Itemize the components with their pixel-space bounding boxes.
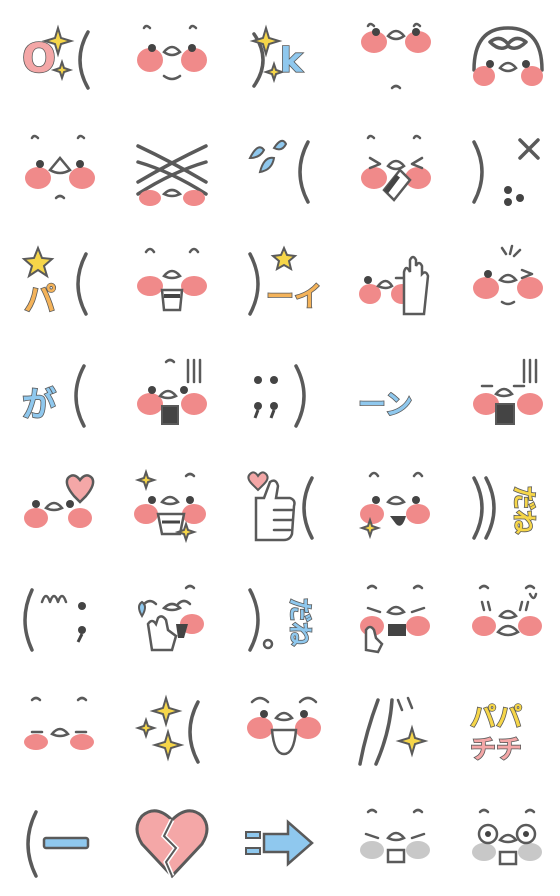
sticker-ga-paren[interactable]: が [20,356,100,436]
kana-dane-blue: だね [286,598,314,646]
sticker-k-sparkle[interactable]: k [244,20,324,100]
wink-hand-icon [361,134,431,202]
ga-icon: が [21,364,86,428]
kana-chichi: チチ [470,735,522,765]
sticker-paren-piii[interactable]: ーイ [244,244,324,324]
letter-k: k [280,41,304,81]
sticker-pachi-pachi[interactable]: パパ チチ [468,692,548,772]
worried-hand-icon [360,584,430,654]
broken-heart-icon [135,809,209,879]
sticker-face-tearful[interactable] [468,580,548,660]
smile-open-icon [137,247,207,312]
ba-sparkle-icon: バ [356,691,429,766]
kana-papa: パパ [470,703,522,733]
crossed-arms-icon [136,144,208,206]
sticker-broken-heart[interactable] [132,804,212,884]
sticker-paren-dash[interactable] [20,804,100,884]
thumbs-up-heart-icon [247,471,314,542]
kana-iii: ーイ [266,280,322,313]
smiling-face-icon [137,24,207,81]
dots-paren-icon [253,364,306,428]
sticker-face-wave-hand[interactable] [356,244,436,324]
face-top-icon [361,22,431,90]
sticker-arrow-right[interactable] [244,804,324,884]
wiggle-semicolon-icon [23,588,86,652]
dane-yellow-icon: だね [472,476,539,540]
shock-lines-icon [137,358,207,425]
pachi-pachi-icon: パパ チチ [469,702,523,766]
x-dots-icon [472,138,540,206]
sticker-hands-on-head[interactable] [468,20,548,100]
gloom-lines-icon [473,358,543,425]
n-dash-icon: ーン [357,387,413,422]
sticker-n-dash[interactable]: ーン [356,356,436,436]
piii-icon: ーイ [248,245,323,316]
sparkles-grin-icon [134,468,206,544]
sticker-sweat-drops-paren[interactable] [244,132,324,212]
sticker-dots-paren[interactable] [244,356,324,436]
wave-hand-icon [359,255,430,316]
sticker-face-glasses-gray[interactable] [468,804,548,884]
sticker-face-sparkles-grin[interactable] [132,468,212,548]
sparkles-paren-icon [134,694,200,764]
sticker-star-pa-paren[interactable]: パ [20,244,100,324]
sticker-paren-x-dots[interactable] [468,132,548,212]
kana-dane: だね [510,486,538,534]
sticker-face-top[interactable] [356,20,436,100]
sticker-face-gray-cheeks[interactable] [356,804,436,884]
kana-pa: パ [24,280,56,318]
sticker-ba-sparkle[interactable]: バ [356,692,436,772]
glasses-gray-icon [472,808,542,866]
sticker-paren-dane[interactable]: だね [468,468,548,548]
sticker-face-smile-open[interactable] [132,244,212,324]
gray-cheeks-icon [360,808,430,864]
sticker-face-worried-hand[interactable] [356,580,436,660]
paren-dash-icon [26,810,90,878]
kana-n: ーン [358,388,413,421]
sticker-face-sweat-hand[interactable] [132,580,212,660]
sticker-face-gloom-lines[interactable] [468,356,548,436]
face-heart-icon [24,474,95,528]
sticker-paren-dane-blue[interactable]: だね [244,580,324,660]
tearful-icon [472,584,542,637]
sticker-sparkles-paren[interactable] [132,692,212,772]
sticker-smiling-face[interactable] [132,20,212,100]
kana-ga: が [22,385,56,425]
sticker-o-sparkle-paren[interactable]: O [20,20,100,100]
hands-on-head-icon [472,26,544,86]
sticker-face-flat[interactable] [20,692,100,772]
sticker-face-crossed-arms[interactable] [132,132,212,212]
sticker-face-shock-lines[interactable] [132,356,212,436]
sweat-drops-icon [248,139,310,204]
sticker-face-dots[interactable] [20,132,100,212]
sticker-face-heart[interactable] [20,468,100,548]
sparkle-smile-icon [358,471,430,540]
face-dots-icon [25,134,95,200]
star-pa-icon: パ [21,245,88,319]
sweat-hand-icon [138,584,204,652]
o-sparkle-icon: O [21,24,90,90]
sticker-face-sparkle-smile[interactable] [356,468,436,548]
sticker-face-squint-lines[interactable] [468,244,548,324]
sticker-paren-wiggle[interactable] [20,580,100,660]
squint-lines-icon [473,244,543,306]
sticker-face-big-smile[interactable] [244,692,324,772]
face-flat-icon [24,696,94,750]
arrow-right-icon [245,819,314,867]
big-smile-icon [247,696,321,756]
sticker-face-wink-hand[interactable] [356,132,436,212]
kana-ba: バ [356,691,357,693]
dane-blue-icon: だね [248,588,315,652]
k-sparkle-icon: k [249,24,305,88]
sticker-thumbs-up-heart[interactable] [244,468,324,548]
